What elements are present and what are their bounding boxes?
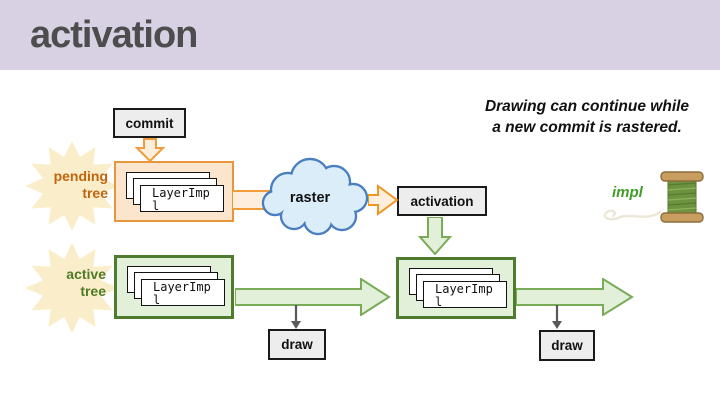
active-tree-label: active tree — [66, 266, 106, 299]
raster-to-activation-arrow-icon — [368, 184, 399, 216]
tree-flow-arrow-right — [516, 278, 634, 316]
note-line-1: Drawing can continue while — [484, 98, 690, 115]
activation-box: activation — [397, 186, 487, 216]
layer-card-label: LayerImpl — [152, 186, 210, 213]
activation-label: activation — [410, 193, 474, 209]
active-tree-starburst — [25, 243, 119, 333]
draw-arrow-left-icon — [291, 305, 301, 329]
commit-arrow-down-icon — [134, 138, 166, 162]
draw-arrow-right-icon — [552, 305, 562, 329]
layer-card: LayerImpl — [141, 279, 225, 306]
commit-box: commit — [113, 108, 186, 138]
raster-cloud — [261, 157, 369, 236]
commit-label: commit — [125, 115, 174, 131]
raster-label: raster — [289, 190, 331, 206]
active-tree-box-right: LayerImpl — [396, 257, 516, 319]
activation-arrow-down-icon — [417, 217, 453, 255]
draw-box-right: draw — [539, 330, 595, 361]
slide-title: activation — [30, 14, 198, 56]
pending-tree-label: pending tree — [53, 168, 108, 201]
layer-card-label: LayerImpl — [435, 282, 493, 309]
tree-flow-arrow-left — [235, 278, 391, 316]
note-line-2: a new commit is rastered. — [492, 119, 682, 136]
layer-card: LayerImpl — [140, 185, 224, 212]
layer-card: LayerImpl — [423, 281, 507, 308]
layer-card-label: LayerImpl — [153, 280, 211, 307]
slide-header — [0, 0, 720, 70]
impl-label: impl — [612, 184, 643, 201]
thread-spool-icon — [603, 171, 704, 223]
draw-label: draw — [551, 338, 583, 353]
pending-tree-starburst — [25, 141, 119, 231]
draw-box-left: draw — [268, 329, 326, 360]
draw-label: draw — [281, 337, 313, 352]
active-tree-box-left: LayerImpl — [114, 255, 234, 319]
note-text: Drawing can continue while a new commit … — [462, 96, 712, 138]
pending-tree-box: LayerImpl — [114, 161, 234, 222]
